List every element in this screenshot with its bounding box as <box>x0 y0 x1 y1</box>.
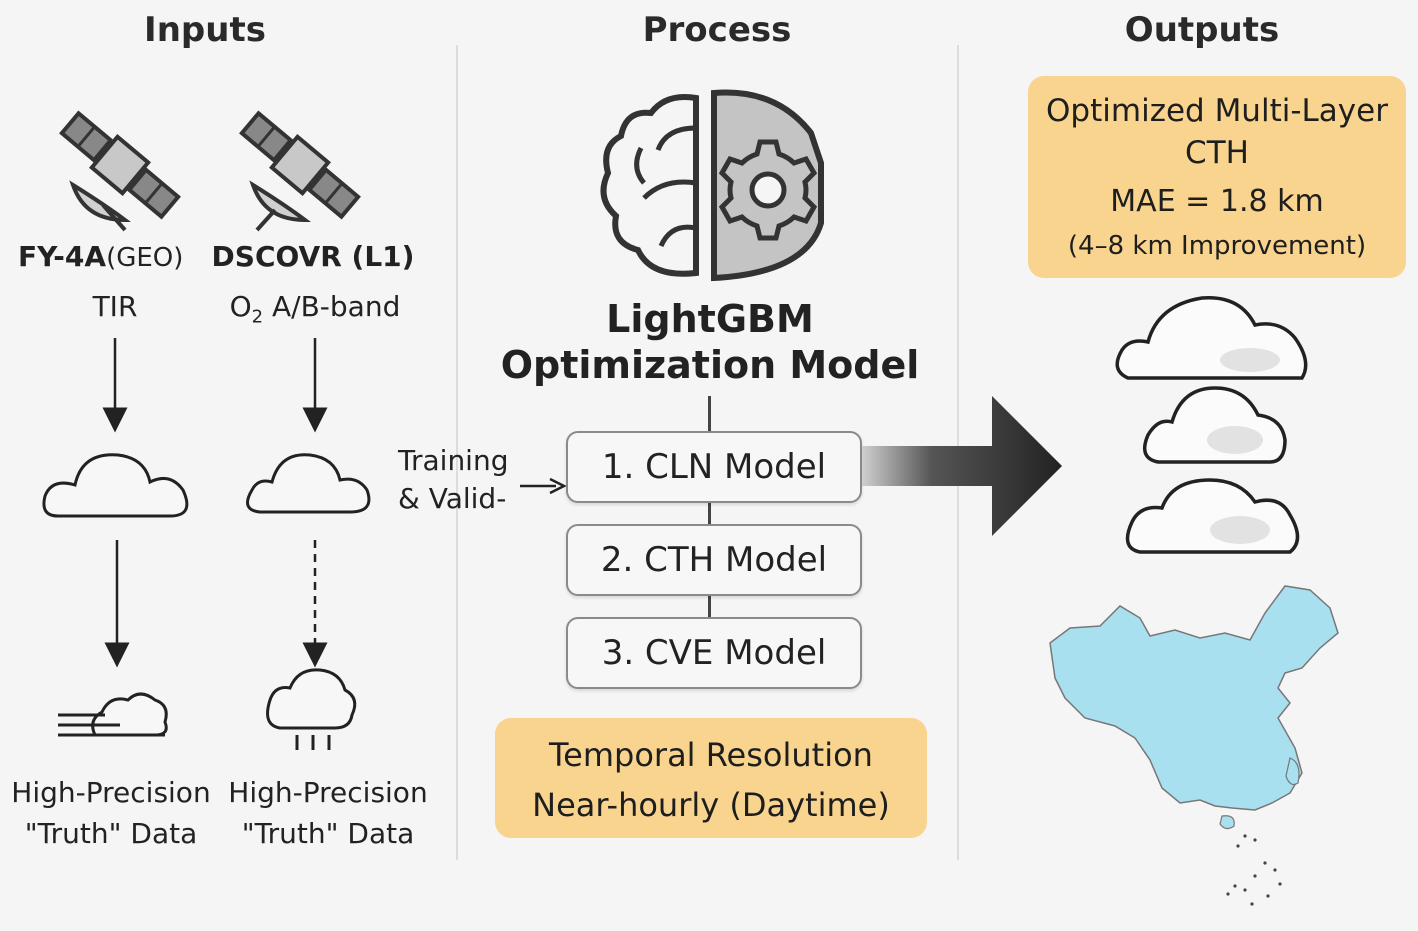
column-title-inputs: Inputs <box>144 10 266 50</box>
dscovr-name: DSCOVR (L1) <box>211 240 415 273</box>
column-title-outputs: Outputs <box>1124 10 1280 50</box>
brain-gear-icon <box>600 89 824 282</box>
fy4a-label: FY-4A(GEO) <box>18 240 208 273</box>
training-arrow <box>520 477 567 495</box>
truth-label-fy4a: High-Precision"Truth" Data <box>11 776 211 850</box>
fy4a-orbit: (GEO) <box>106 243 184 273</box>
input-flow-graphics <box>42 338 371 750</box>
temporal-resolution-box: Temporal Resolution Near-hourly (Daytime… <box>495 718 927 838</box>
model-box-cth: 2. CTH Model <box>566 524 862 596</box>
satellite-icon-dscovr <box>239 110 361 232</box>
divider-left <box>456 45 458 860</box>
big-arrow-icon <box>862 396 1062 536</box>
output-title-line2: CTH <box>1185 135 1249 171</box>
cloud-icon-fy4a <box>42 453 189 518</box>
rain-cloud-icon <box>266 668 357 750</box>
training-label: Training & Valid- <box>398 444 509 515</box>
dscovr-band: O2 A/B-band <box>229 290 401 328</box>
model-connector-line <box>708 396 711 618</box>
fy4a-band: TIR <box>92 290 138 323</box>
temporal-resolution-title: Temporal Resolution <box>549 736 873 774</box>
model-box-cve: 3. CVE Model <box>566 617 862 689</box>
temporal-resolution-value: Near-hourly (Daytime) <box>532 786 890 824</box>
multi-layer-cloud-icon <box>1115 295 1308 554</box>
column-title-process: Process <box>642 10 792 50</box>
truth-label-dscovr: High-Precision"Truth" Data <box>228 776 428 850</box>
output-mae: MAE = 1.8 km <box>1110 184 1324 219</box>
cloud-icon-dscovr <box>246 453 371 514</box>
china-map-icon <box>1049 585 1339 906</box>
output-result-box: Optimized Multi-Layer CTH MAE = 1.8 km (… <box>1028 76 1406 278</box>
model-title: LightGBM Optimization Model <box>500 297 920 387</box>
wind-cloud-icon <box>58 692 168 737</box>
output-improvement: (4–8 km Improvement) <box>1067 231 1367 261</box>
output-title-line1: Optimized Multi-Layer <box>1046 93 1388 129</box>
satellite-icon-fy4a <box>59 110 181 232</box>
fy4a-name: FY-4A <box>18 240 107 273</box>
model-box-cln: 1. CLN Model <box>566 431 862 503</box>
